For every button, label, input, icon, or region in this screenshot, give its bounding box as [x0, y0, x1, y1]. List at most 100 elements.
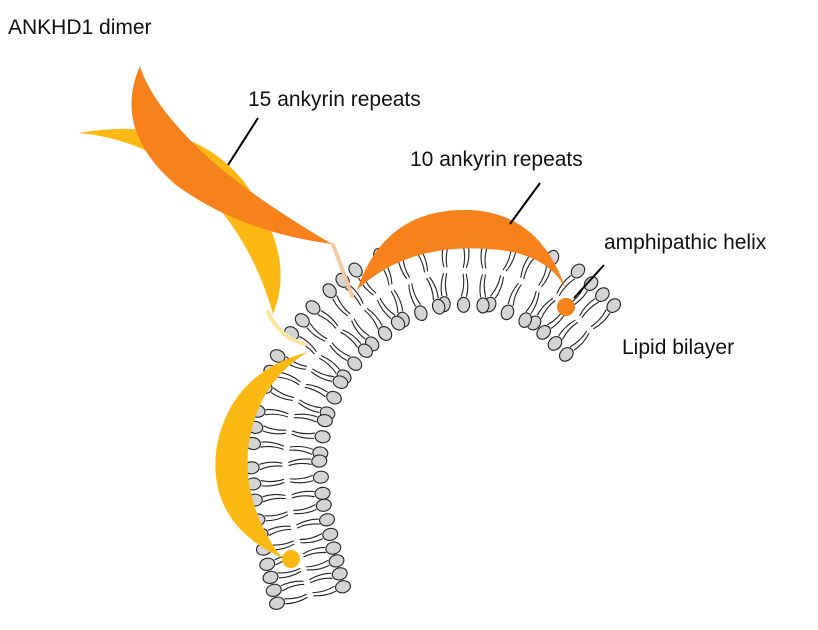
label-15-ankyrin-repeats: 15 ankyrin repeats: [248, 88, 421, 111]
lipid-tail: [260, 466, 283, 470]
lipid-tail: [294, 414, 317, 417]
lipid-head: [322, 527, 339, 542]
lipid-molecule: [244, 461, 283, 474]
lipid-tail: [445, 273, 447, 296]
lipid-tail: [282, 584, 304, 591]
lipid-tail: [559, 320, 576, 336]
lipid-tail: [300, 534, 322, 540]
lipid-head: [477, 298, 489, 313]
lipid-tail: [574, 333, 589, 350]
lipid-tail: [526, 291, 536, 312]
lipid-tail: [266, 410, 289, 414]
lipid-molecule: [293, 498, 332, 514]
lipid-tail: [313, 586, 335, 593]
lipid-tail: [582, 302, 599, 318]
lipid-tail: [541, 266, 551, 287]
lipid-tail: [265, 414, 288, 417]
lipid-tail: [317, 315, 335, 329]
lipid-tail: [466, 274, 468, 297]
lipid-tail: [292, 431, 315, 434]
lipid-tail: [294, 418, 317, 422]
lipid-tail: [292, 434, 315, 438]
lipid-tail: [333, 299, 348, 316]
lipid-molecule: [245, 437, 284, 451]
lipid-bilayer: [244, 228, 624, 610]
lipid-tail: [269, 529, 291, 535]
lipid-head: [259, 557, 276, 572]
pointer-10-repeats: [510, 183, 540, 224]
lipid-tail: [261, 447, 284, 450]
lipid-head: [569, 261, 588, 280]
lipid-tail: [290, 481, 313, 483]
lipid-tail: [580, 299, 595, 316]
lipid-tail: [289, 450, 312, 454]
lipid-head: [413, 304, 429, 322]
lipid-tail: [484, 275, 486, 298]
lipid-molecule: [557, 331, 589, 364]
label-10-ankyrin-repeats: 10 ankyrin repeats: [410, 148, 583, 171]
lipid-tail: [539, 264, 547, 285]
lipid-molecule: [313, 579, 352, 596]
lipid-tail: [288, 459, 311, 463]
lipid-tail: [263, 498, 286, 502]
lipid-head: [346, 260, 365, 279]
lipid-tail: [284, 594, 307, 599]
lipid-tail: [480, 274, 483, 297]
lipid-tail: [513, 285, 521, 306]
amphipathic-helix-orange: [557, 298, 575, 316]
lipid-tail: [485, 246, 488, 269]
lipid-head: [331, 566, 348, 581]
lipid-tail: [261, 442, 284, 446]
lipid-tail: [337, 295, 351, 314]
lipid-molecule: [409, 283, 429, 322]
lipid-molecule: [288, 454, 327, 467]
lipid-head: [313, 470, 329, 483]
lipid-head: [457, 297, 469, 312]
lipid-tail: [441, 273, 444, 296]
lipid-tail: [508, 283, 518, 304]
lipid-tail: [354, 319, 369, 336]
lipid-tail: [263, 495, 286, 497]
title-label: ANKHD1 dimer: [8, 16, 152, 39]
pointer-15-repeats: [228, 118, 258, 165]
lipid-tail: [490, 276, 500, 297]
lipid-tail: [261, 479, 284, 481]
lipid-tail: [319, 358, 336, 373]
lipid-tail: [591, 310, 606, 327]
lipid-head: [311, 454, 327, 467]
lipid-head: [303, 298, 322, 317]
lipid-molecule: [580, 285, 612, 318]
ankyrin-domain-yellow-lower: [215, 352, 308, 558]
lipid-molecule: [290, 470, 329, 483]
label-lipid-bilayer: Lipid bilayer: [622, 336, 734, 359]
lipid-tail: [306, 560, 328, 567]
lipid-head: [314, 487, 330, 500]
lipid-head: [325, 540, 342, 555]
lipid-tail: [541, 300, 555, 318]
lipid-head: [293, 311, 312, 330]
lipid-tail: [293, 504, 315, 510]
lipid-molecule: [591, 296, 623, 329]
lipid-molecule: [292, 487, 331, 500]
lipid-head: [376, 324, 395, 343]
lipid-tail: [290, 447, 313, 450]
lipid-tail: [537, 298, 553, 315]
lipid-tail: [263, 431, 286, 434]
lipid-tail: [278, 568, 301, 573]
lipid-tail: [524, 258, 534, 279]
lipid-tail: [377, 300, 391, 319]
lipid-tail: [264, 426, 287, 430]
lipid-tail: [289, 463, 312, 465]
ankyrin-10-repeats-domain: [357, 210, 566, 290]
lipid-tail: [321, 311, 338, 326]
lipid-tail: [330, 345, 347, 360]
lipid-head: [262, 570, 279, 585]
lipid-tail: [304, 552, 327, 557]
label-amphipathic-helix: amphipathic helix: [604, 231, 767, 254]
lipid-tail: [321, 356, 339, 370]
lipid-tail: [332, 343, 350, 357]
lipid-tail: [461, 274, 464, 297]
lipid-tail: [380, 298, 395, 315]
lipid-molecule: [477, 274, 489, 313]
